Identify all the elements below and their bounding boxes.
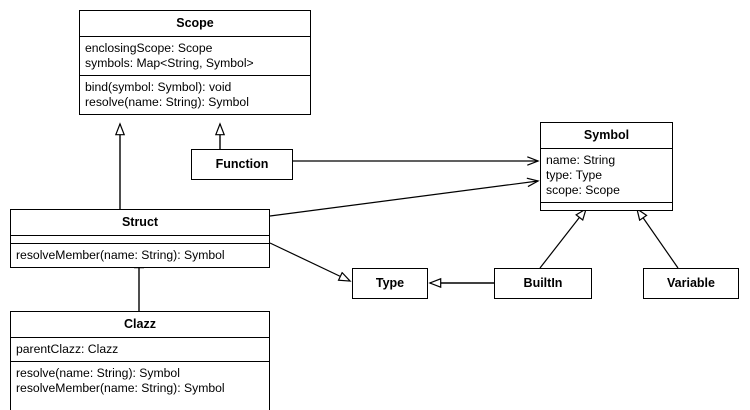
class-box-builtin[interactable]: BuiltIn [494, 268, 592, 299]
attributes-compartment-clazz: parentClazz: Clazz [11, 336, 269, 361]
class-box-struct[interactable]: Struct resolveMember(name: String): Symb… [10, 209, 270, 268]
edge-struct-extends-type [269, 242, 350, 281]
class-name-scope: Scope [176, 16, 214, 30]
class-box-type[interactable]: Type [352, 268, 428, 299]
method: resolveMember(name: String): Symbol [16, 247, 225, 262]
methods-compartment-symbol [541, 201, 672, 210]
methods-compartment-struct: resolveMember(name: String): Symbol [11, 242, 269, 267]
class-box-clazz[interactable]: Clazz parentClazz: Clazz resolve(name: S… [10, 311, 270, 410]
attribute: enclosingScope: Scope [85, 40, 213, 55]
attributes-compartment-struct [11, 234, 269, 243]
methods-compartment-scope: bind(symbol: Symbol): void resolve(name:… [80, 74, 310, 114]
attribute: name: String [546, 152, 616, 167]
class-name-clazz: Clazz [124, 317, 156, 331]
class-name-variable: Variable [667, 276, 715, 290]
method-spacer [16, 396, 264, 410]
class-name-builtin: BuiltIn [523, 276, 563, 290]
method: resolve(name: String): Symbol [85, 94, 249, 109]
edge-builtin-extends-symbol [539, 209, 586, 269]
attribute: parentClazz: Clazz [16, 341, 119, 356]
class-name-symbol: Symbol [583, 128, 630, 142]
edge-variable-extends-symbol [637, 209, 679, 269]
attributes-compartment-symbol: name: String type: Type scope: Scope [541, 147, 672, 202]
method: resolve(name: String): Symbol [16, 365, 180, 380]
attribute: symbols: Map<String, Symbol> [85, 55, 254, 70]
class-name-function: Function [215, 157, 269, 171]
method: bind(symbol: Symbol): void [85, 79, 232, 94]
attribute: scope: Scope [546, 182, 620, 197]
edge-struct-uses-symbol [269, 177, 540, 217]
class-box-symbol[interactable]: Symbol name: String type: Type scope: Sc… [540, 122, 673, 211]
class-box-scope[interactable]: Scope enclosingScope: Scope symbols: Map… [79, 10, 311, 115]
method: resolveMember(name: String): Symbol [16, 380, 225, 395]
class-box-function[interactable]: Function [191, 149, 293, 180]
attributes-compartment-scope: enclosingScope: Scope symbols: Map<Strin… [80, 35, 310, 75]
methods-compartment-clazz: resolve(name: String): Symbol resolveMem… [11, 360, 269, 410]
class-name-struct: Struct [121, 215, 159, 229]
class-box-variable[interactable]: Variable [643, 268, 739, 299]
class-name-type: Type [375, 276, 405, 290]
attribute: type: Type [546, 167, 603, 182]
